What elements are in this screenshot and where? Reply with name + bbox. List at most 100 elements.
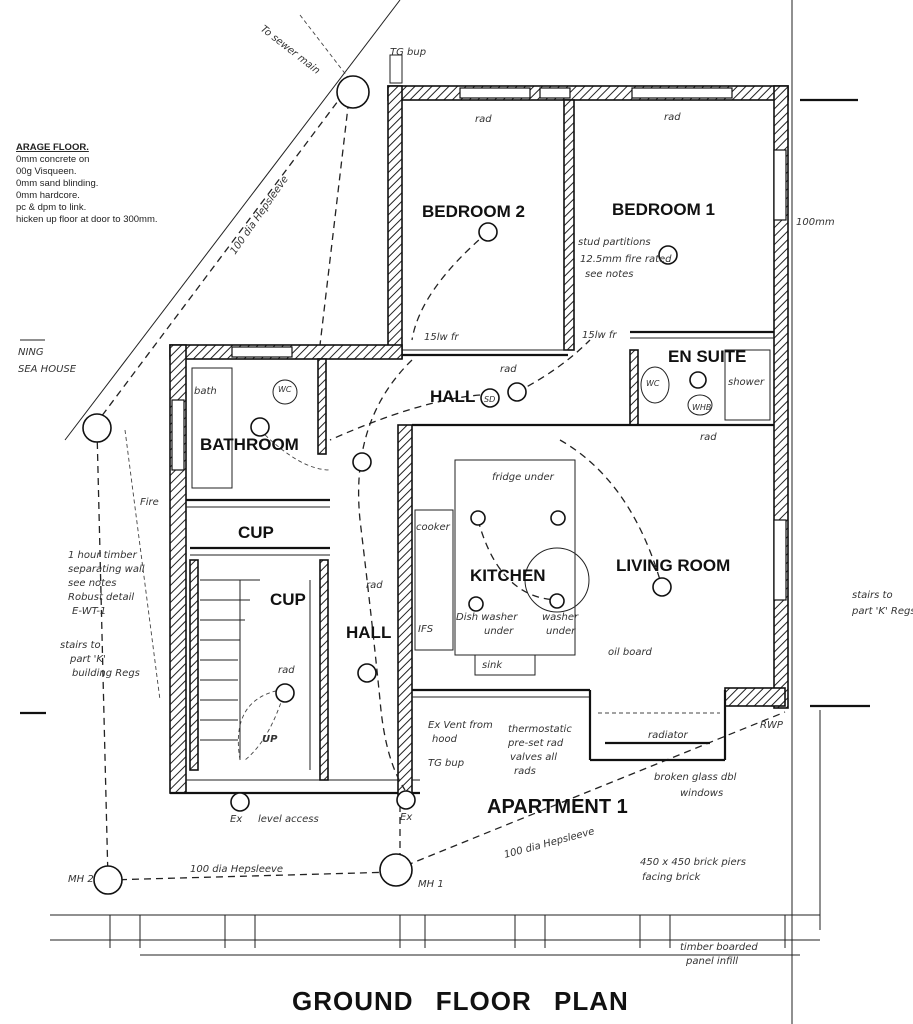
note-ex-vent2: hood [432,734,458,745]
garage-floor-notes: ARAGE FLOOR. 0mm concrete on 00g Visquee… [16,142,158,375]
light-living [652,577,672,597]
garage-note-line: 00g Visqueen. [16,166,77,177]
garage-note-line: hicken up floor at door to 300mm. [16,214,158,225]
garage-note-line: 0mm sand blinding. [16,178,98,189]
note-broken: broken glass dbl [654,772,737,783]
note-sd: SD [484,395,495,404]
light-kitchen2 [550,510,566,526]
room-labels: BEDROOM 2 BEDROOM 1 EN SUITE HALL BATHRO… [200,200,746,818]
manholes [82,54,413,895]
note-thermostatic: thermostatic [508,724,572,735]
site-boundary [20,0,870,1024]
note-stairs-left3: building Regs [72,668,140,679]
note-rad-cup: rad [278,665,295,676]
note-ifs: IFS [418,624,434,635]
room-label-ensuite: EN SUITE [668,347,746,366]
note-stud: stud partitions [578,237,651,248]
kitchen-units [414,459,590,676]
note-whb: WHB [692,403,711,412]
room-label-bathroom: BATHROOM [200,435,299,454]
light-hall-lower2 [357,663,377,683]
room-label-hall-lower: HALL [346,623,391,642]
garage-note-line: pc & dpm to link. [16,202,86,213]
note-rwp: RWP [760,720,784,731]
circulation-paths [237,231,661,791]
light-kitchen4 [549,593,565,609]
neighbour-label-2: SEA HOUSE [18,364,77,375]
note-one-hour4: Robust detail [68,592,134,603]
note-stud3: see notes [585,269,633,280]
note-tg-bup2: TG bup [428,758,464,769]
note-rad-ensuite: rad [700,432,717,443]
note-one-hour: 1 hour timber [68,550,138,561]
light-kitchen1 [470,510,486,526]
note-rad-hall2: rad [366,580,383,591]
note-bath: bath [194,386,217,397]
light-bedroom1 [658,245,678,265]
note-100mm: 100mm [796,217,835,228]
note-16lw: 15lw fr [582,330,617,341]
note-level-access: level access [258,814,319,825]
note-stairs-right2: part 'K' Regs [851,606,913,617]
note-15lw: 15lw fr [424,332,459,343]
note-one-hour3: see notes [68,578,116,589]
light-hall-lower1 [352,452,372,472]
note-brick2: facing brick [642,872,702,883]
note-fire: Fire [140,497,159,508]
note-wc-ensuite: WC [646,379,660,388]
garage-note-line: 0mm concrete on [16,154,89,165]
note-ex-vent: Ex Vent from [428,720,493,731]
neighbour-label-1: NING [18,347,44,358]
light-ex2 [396,790,416,810]
note-rad-bed1: rad [664,112,681,123]
note-ex2: Ex [400,812,412,823]
note-thermostatic3: valves all [510,752,557,763]
garage-note-line: 0mm hardcore. [16,190,80,201]
note-timber: timber boarded [680,942,758,953]
sanitary-fixtures [191,349,771,489]
note-rad-bed2: rad [475,114,492,125]
manhole-top [336,75,370,109]
room-label-cup2: CUP [270,590,306,609]
drawing-title: GROUND FLOOR PLAN [292,986,629,1016]
note-dia-bottom: 100 dia Hepsleeve [190,864,283,875]
drainage-lines [64,0,786,881]
note-dia-left: 100 dia Hepsleeve [228,174,290,257]
note-washer2: under [546,626,576,637]
light-kitchen3 [468,596,484,612]
note-thermostatic4: rads [514,766,536,777]
note-stairs-left2: part 'K' [69,654,106,665]
room-label-kitchen: KITCHEN [470,566,546,585]
note-one-hour2: separating wall [68,564,145,575]
light-ensuite [689,371,707,389]
note-dia-right: 100 dia Hepsleeve [503,826,596,861]
room-label-living: LIVING ROOM [616,556,730,575]
note-cooker: cooker [416,522,451,533]
room-label-cup1: CUP [238,523,274,542]
room-label-bedroom2: BEDROOM 2 [422,202,525,221]
light-bedroom2 [478,222,498,242]
note-stairs-left: stairs to [60,640,101,651]
note-broken2: windows [680,788,723,799]
note-ex1: Ex [230,814,242,825]
note-thermostatic2: pre-set rad [507,738,564,749]
note-dishwasher: Dish washer [456,612,518,623]
note-timber2: panel infill [685,956,738,967]
garage-note-title: ARAGE FLOOR. [16,142,89,153]
room-label-hall-top: HALL [430,387,475,406]
note-stud2: 12.5mm fire rated [580,254,672,265]
note-mh2: MH 2 [68,874,94,885]
note-brick: 450 x 450 brick piers [640,857,746,868]
note-tg-bup: TG bup [390,47,426,58]
note-oil-board: oil board [608,647,653,658]
note-fridge: fridge under [492,472,555,483]
apartment-label: APARTMENT 1 [487,796,628,818]
note-washer: washer [542,612,579,623]
staircase [200,579,311,770]
light-hall [507,382,527,402]
note-wc: WC [278,385,292,394]
light-ex1 [230,792,250,812]
note-rad-hall: rad [500,364,517,375]
note-one-hour5: E-WT-1 [72,606,106,617]
